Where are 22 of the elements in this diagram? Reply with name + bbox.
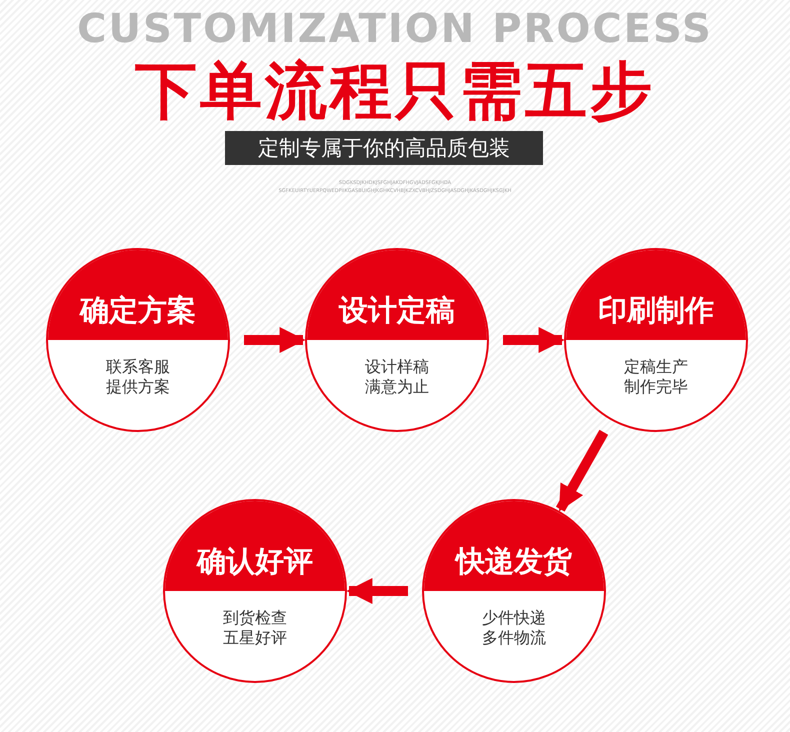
step-circle bbox=[422, 499, 606, 683]
step-circle bbox=[305, 248, 489, 432]
step-heading: 快递发货 bbox=[454, 543, 573, 579]
step-heading: 设计定稿 bbox=[338, 292, 456, 328]
step-circle bbox=[163, 499, 347, 683]
step-description: 设计样稿满意为止 bbox=[364, 357, 430, 397]
step-circle bbox=[46, 248, 230, 432]
title: 下单流程只需五步 bbox=[134, 56, 656, 126]
step-heading: 印刷制作 bbox=[597, 292, 715, 328]
step-description: 少件快递多件物流 bbox=[481, 608, 547, 648]
step-heading: 确认好评 bbox=[195, 543, 314, 579]
subtitle-bar: 定制专属于你的高品质包装 bbox=[225, 131, 543, 165]
step-description: 定稿生产制作完毕 bbox=[623, 357, 689, 397]
background-heading: CUSTOMIZATION PROCESS bbox=[76, 6, 714, 52]
step-description: 到货检查五星好评 bbox=[222, 608, 288, 648]
arrow bbox=[556, 430, 608, 512]
step-heading: 确定方案 bbox=[78, 292, 197, 328]
step-description: 联系客服提供方案 bbox=[105, 357, 171, 397]
arrow bbox=[503, 327, 565, 353]
arrow bbox=[244, 327, 306, 353]
arrow bbox=[346, 578, 408, 604]
step-circle bbox=[564, 248, 748, 432]
